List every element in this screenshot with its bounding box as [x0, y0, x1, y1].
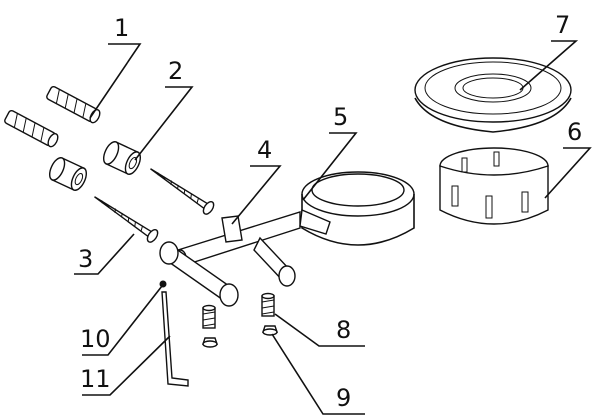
callout-8: 8 — [336, 316, 351, 344]
callout-1: 1 — [114, 14, 129, 42]
callout-5: 5 — [333, 103, 348, 131]
callout-4: 4 — [257, 136, 272, 164]
callout-10: 10 — [80, 325, 111, 353]
callout-9: 9 — [336, 384, 351, 412]
callout-2: 2 — [168, 57, 183, 85]
leader-lines — [74, 40, 592, 415]
set-screw-pair — [202, 292, 275, 329]
spacer-sleeve-pair — [48, 141, 142, 191]
cap-pair — [202, 325, 278, 348]
callout-3: 3 — [78, 245, 93, 273]
wall-anchor-pair — [4, 85, 101, 148]
callout-7: 7 — [555, 11, 570, 39]
callout-6: 6 — [567, 118, 582, 146]
steel-ball — [159, 280, 167, 288]
callout-11: 11 — [80, 365, 111, 393]
allen-key — [161, 291, 189, 387]
ring-insert — [439, 147, 549, 225]
bracket-with-ring-holder — [159, 171, 415, 307]
dish-plate — [414, 57, 572, 133]
wood-screw-pair — [94, 168, 215, 243]
